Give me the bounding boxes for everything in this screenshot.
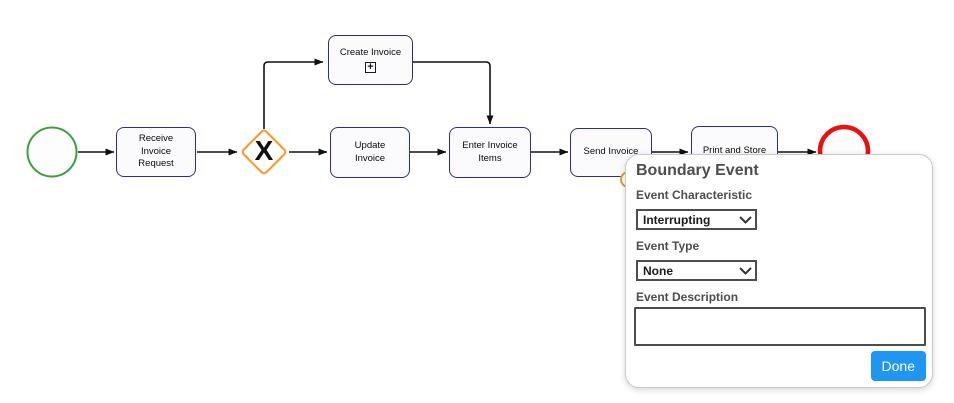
task-receive-invoice-request[interactable]: Receive Invoice Request (116, 127, 196, 177)
event-description-label: Event Description (636, 290, 739, 304)
task-label: Create Invoice (339, 46, 402, 58)
boundary-event-panel: Boundary Event Event Characteristic Inte… (625, 154, 933, 388)
task-update-invoice[interactable]: Update Invoice (330, 127, 410, 178)
panel-title: Boundary Event (636, 162, 759, 179)
task-label: Receive Invoice Request (138, 133, 174, 170)
task-label: Send Invoice (583, 146, 639, 158)
subprocess-plus-icon: + (365, 62, 376, 74)
done-button[interactable]: Done (870, 351, 926, 381)
event-type-label: Event Type (636, 239, 700, 253)
start-event[interactable] (26, 126, 78, 178)
event-characteristic-select[interactable]: Interrupting (636, 209, 757, 230)
task-create-invoice[interactable]: Create Invoice + (328, 35, 413, 85)
task-label: Enter Invoice Items (462, 139, 518, 164)
event-description-input[interactable] (634, 307, 926, 346)
task-label: Update Invoice (354, 139, 386, 164)
event-type-select[interactable]: None (636, 260, 757, 281)
task-label: Print and Store (702, 145, 767, 157)
flow-create-to-enter (413, 61, 494, 125)
event-characteristic-label: Event Characteristic (636, 188, 753, 202)
task-enter-invoice-items[interactable]: Enter Invoice Items (449, 127, 531, 178)
flow-gateway-to-create (263, 58, 324, 129)
